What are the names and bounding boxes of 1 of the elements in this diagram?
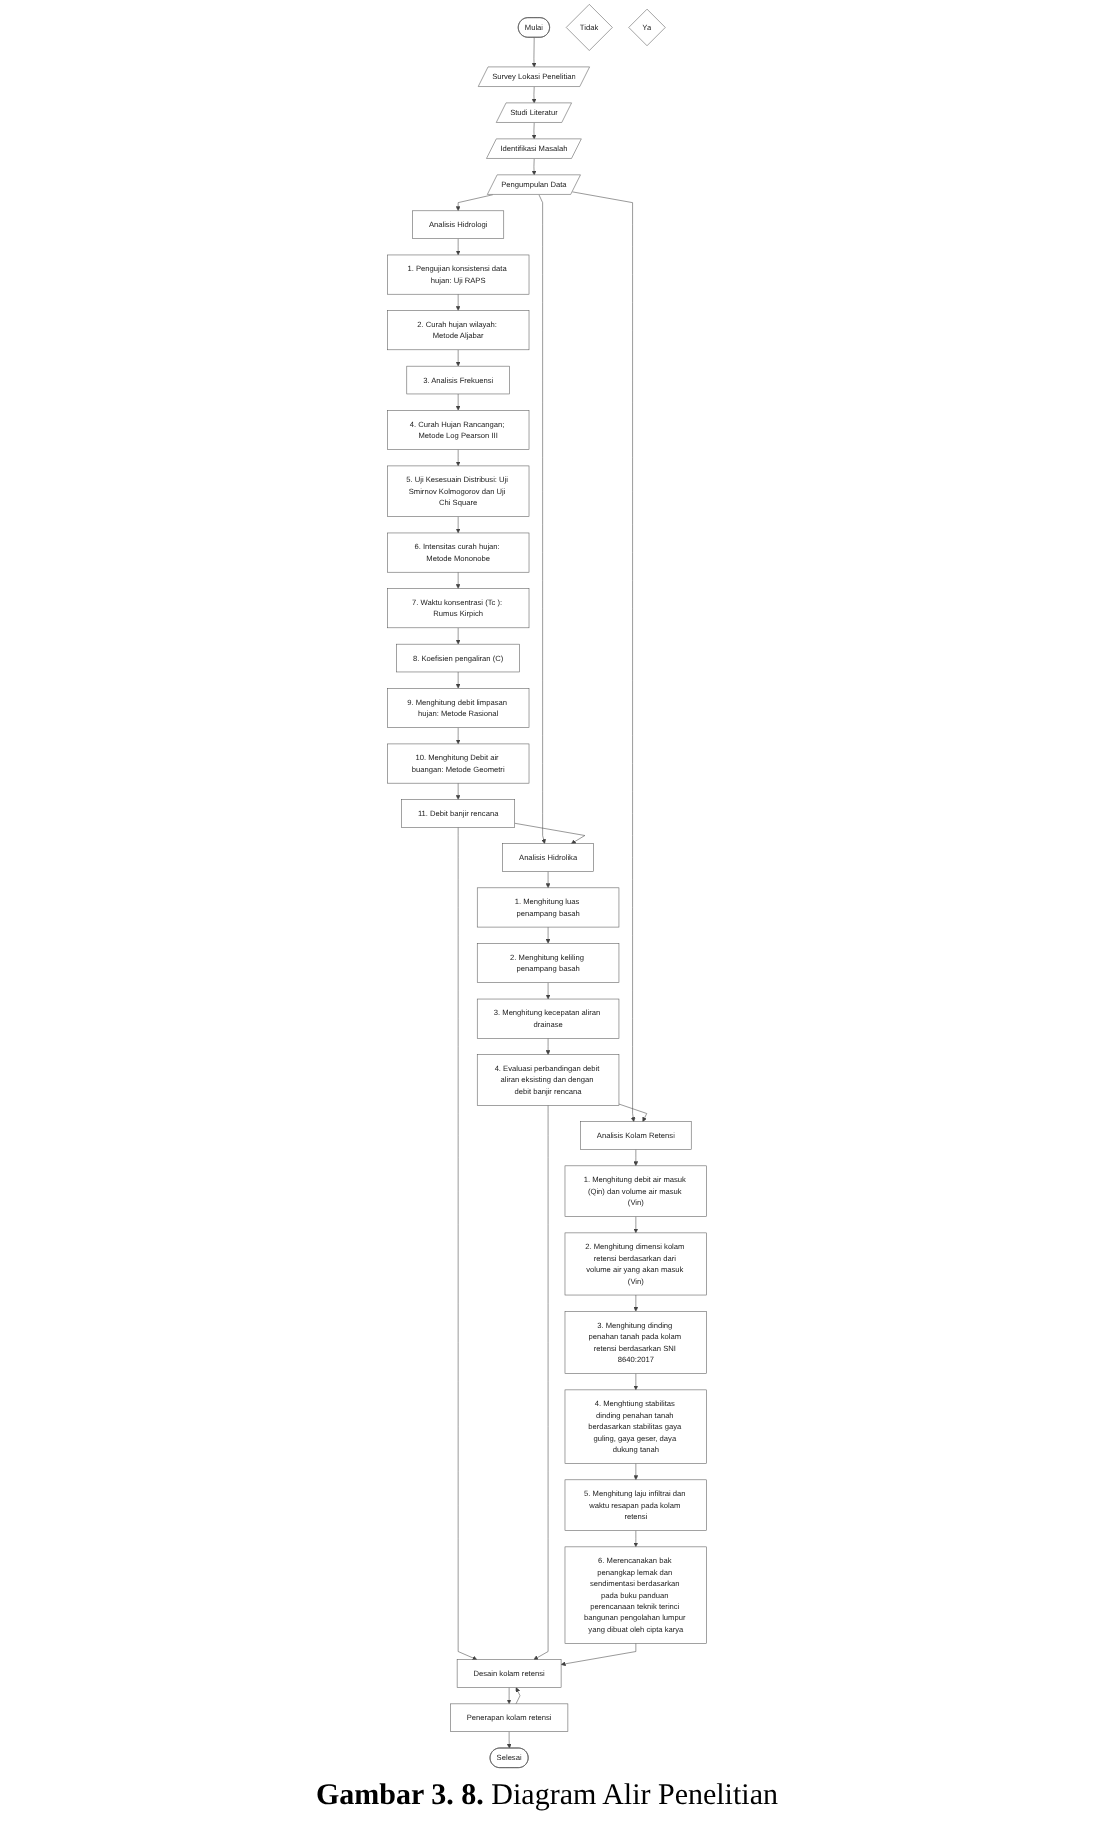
caption: Gambar 3. 8. Diagram Alir Penelitian xyxy=(316,1778,778,1816)
